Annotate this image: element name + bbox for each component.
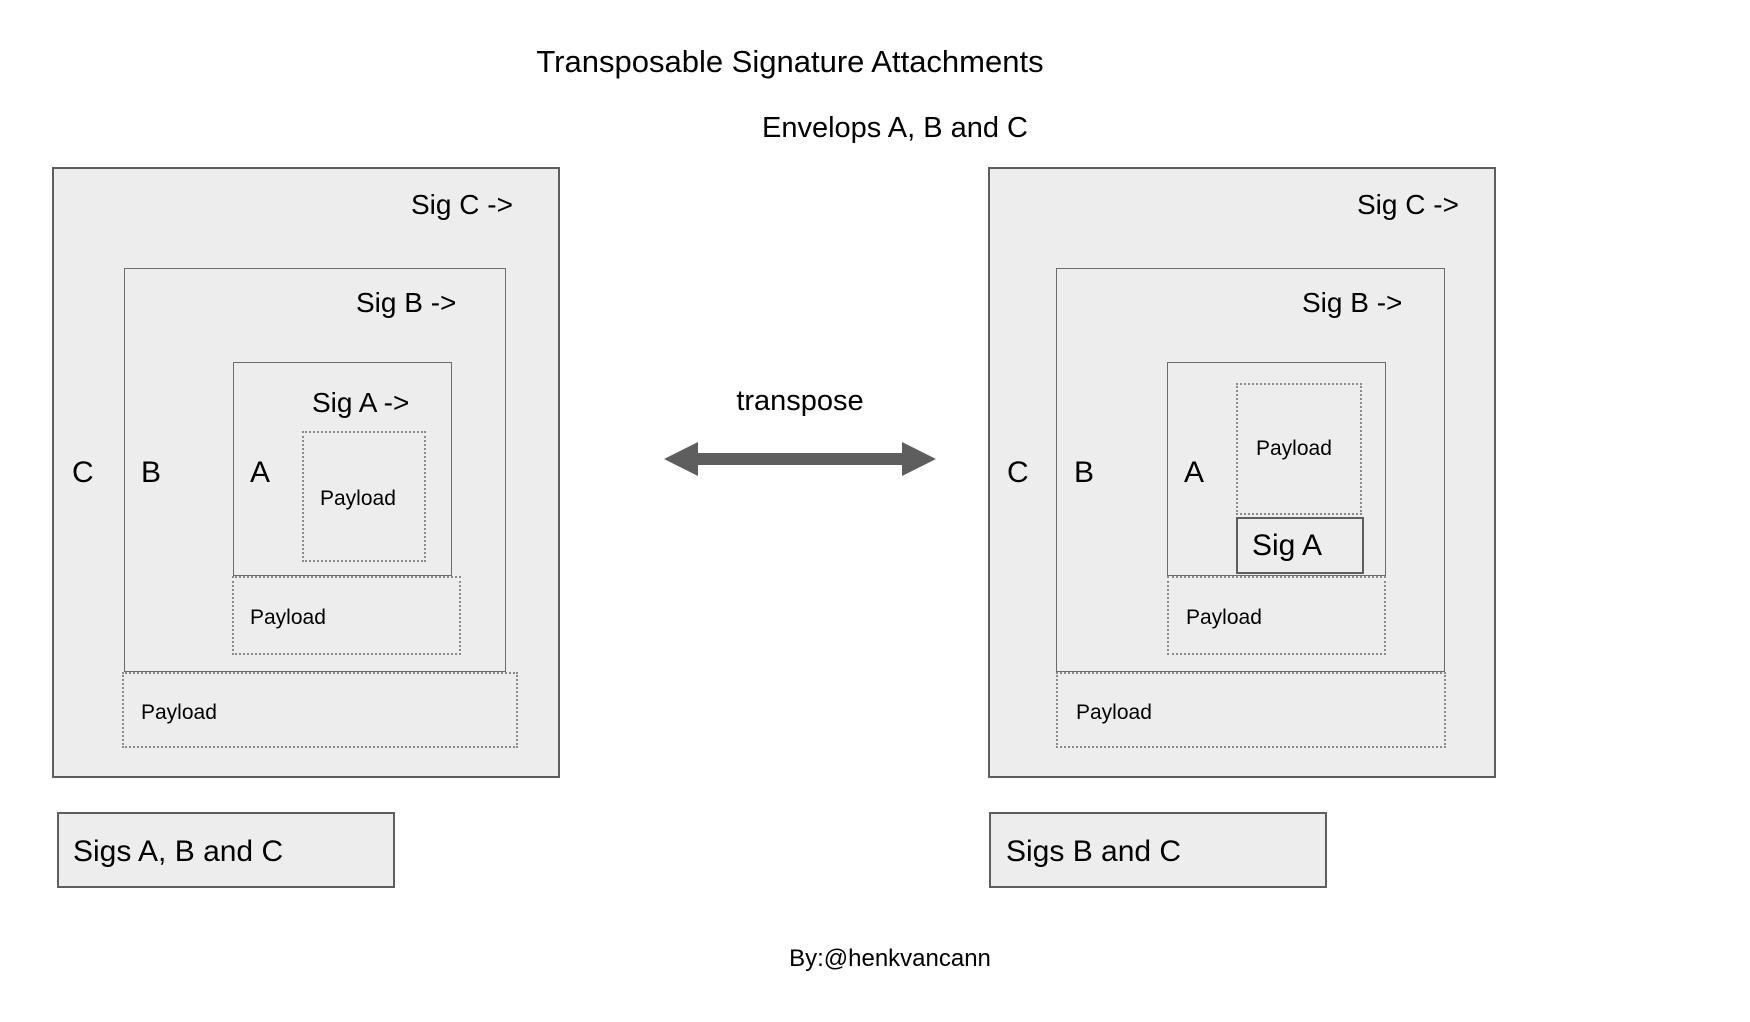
- right-envelope-c-letter: C: [1007, 456, 1029, 489]
- transpose-group: transpose: [650, 385, 950, 490]
- right-envelope-a-letter: A: [1184, 456, 1205, 489]
- left-envelope-c-letter: C: [72, 456, 94, 489]
- left-sig-b-label: Sig B ->: [356, 287, 457, 318]
- right-legend-box[interactable]: [989, 812, 1327, 888]
- left-payload-a-label: Payload: [320, 487, 396, 510]
- left-sig-c-label: Sig C ->: [411, 189, 513, 220]
- left-envelope-a-letter: A: [250, 456, 271, 489]
- page-title: Transposable Signature Attachments: [536, 44, 1044, 79]
- right-legend-label: Sigs B and C: [1006, 835, 1182, 868]
- right-payload-c-box: [1056, 672, 1446, 748]
- page-subtitle: Envelops A, B and C: [762, 112, 1028, 144]
- right-payload-b-label: Payload: [1186, 606, 1262, 629]
- right-payload-a-label: Payload: [1256, 437, 1332, 460]
- left-legend-label: Sigs A, B and C: [73, 835, 284, 868]
- left-payload-b-label: Payload: [250, 606, 326, 629]
- left-sig-a-label: Sig A ->: [312, 387, 410, 418]
- right-sig-c-label: Sig C ->: [1357, 189, 1459, 220]
- left-payload-c-label: Payload: [141, 701, 217, 724]
- left-payload-b-box: [232, 576, 461, 655]
- transpose-double-arrow-icon: [664, 442, 936, 476]
- right-envelope-b-letter: B: [1074, 456, 1095, 489]
- attribution-label: By:@henkvancann: [789, 945, 991, 972]
- right-sig-b-label: Sig B ->: [1302, 287, 1403, 318]
- right-sig-a-label: Sig A: [1252, 528, 1323, 562]
- transpose-label: transpose: [736, 385, 864, 417]
- right-payload-a-box: [1236, 383, 1362, 515]
- left-legend-box[interactable]: [57, 812, 395, 888]
- left-envelope-b-letter: B: [141, 456, 162, 489]
- left-payload-a-box: [302, 431, 426, 562]
- right-sig-a-box[interactable]: Sig A: [1236, 517, 1364, 574]
- right-payload-c-label: Payload: [1076, 701, 1152, 724]
- right-payload-b-box: [1167, 576, 1386, 655]
- left-payload-c-box: [122, 672, 518, 748]
